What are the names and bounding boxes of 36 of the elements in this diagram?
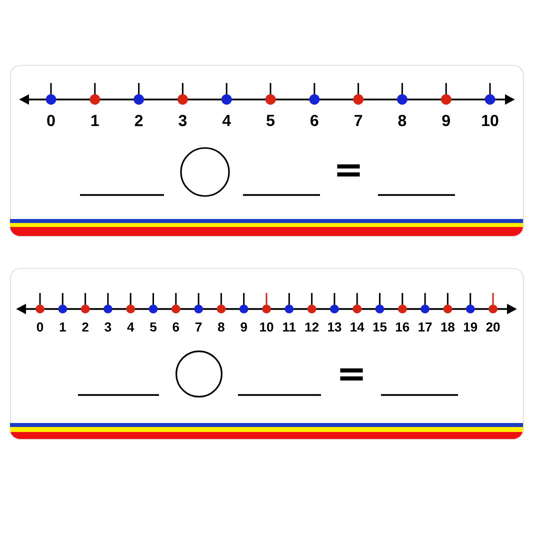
- number-label: 4: [127, 322, 134, 332]
- number-label: 14: [350, 322, 364, 332]
- number-label: 3: [104, 322, 112, 332]
- number-label: 6: [172, 322, 180, 332]
- number-label: 10: [260, 322, 274, 332]
- number-label: 8: [398, 114, 406, 126]
- number-label: 16: [396, 322, 410, 332]
- number-label: 7: [196, 322, 202, 332]
- number-label: 7: [354, 115, 362, 126]
- number-label: 1: [60, 322, 66, 332]
- number-label: 15: [373, 322, 387, 332]
- number-label: 13: [328, 322, 342, 332]
- number-label: 1: [91, 115, 99, 126]
- answer-circle: [176, 350, 222, 398]
- number-label: 18: [441, 322, 455, 332]
- equals-sign: =: [337, 164, 360, 176]
- number-label: 3: [178, 114, 187, 126]
- equals-sign: =: [340, 368, 363, 380]
- number-label: 20: [486, 322, 500, 332]
- number-label: 6: [310, 114, 318, 126]
- answer-circle: [180, 147, 230, 197]
- number-label: 2: [134, 114, 143, 126]
- number-label: 2: [82, 322, 88, 332]
- number-label: 10: [482, 114, 498, 126]
- number-label: 5: [150, 322, 156, 332]
- number-label: 5: [266, 114, 274, 126]
- number-label: 4: [222, 115, 231, 126]
- number-label: 12: [305, 322, 319, 332]
- number-label: 9: [442, 114, 450, 126]
- number-label: 9: [240, 322, 247, 332]
- number-label: 17: [418, 322, 432, 332]
- number-label: 0: [36, 322, 44, 332]
- number-label: 0: [47, 114, 55, 126]
- number-label: 19: [464, 322, 478, 332]
- number-label: 11: [283, 322, 296, 332]
- number-label: 8: [218, 322, 224, 332]
